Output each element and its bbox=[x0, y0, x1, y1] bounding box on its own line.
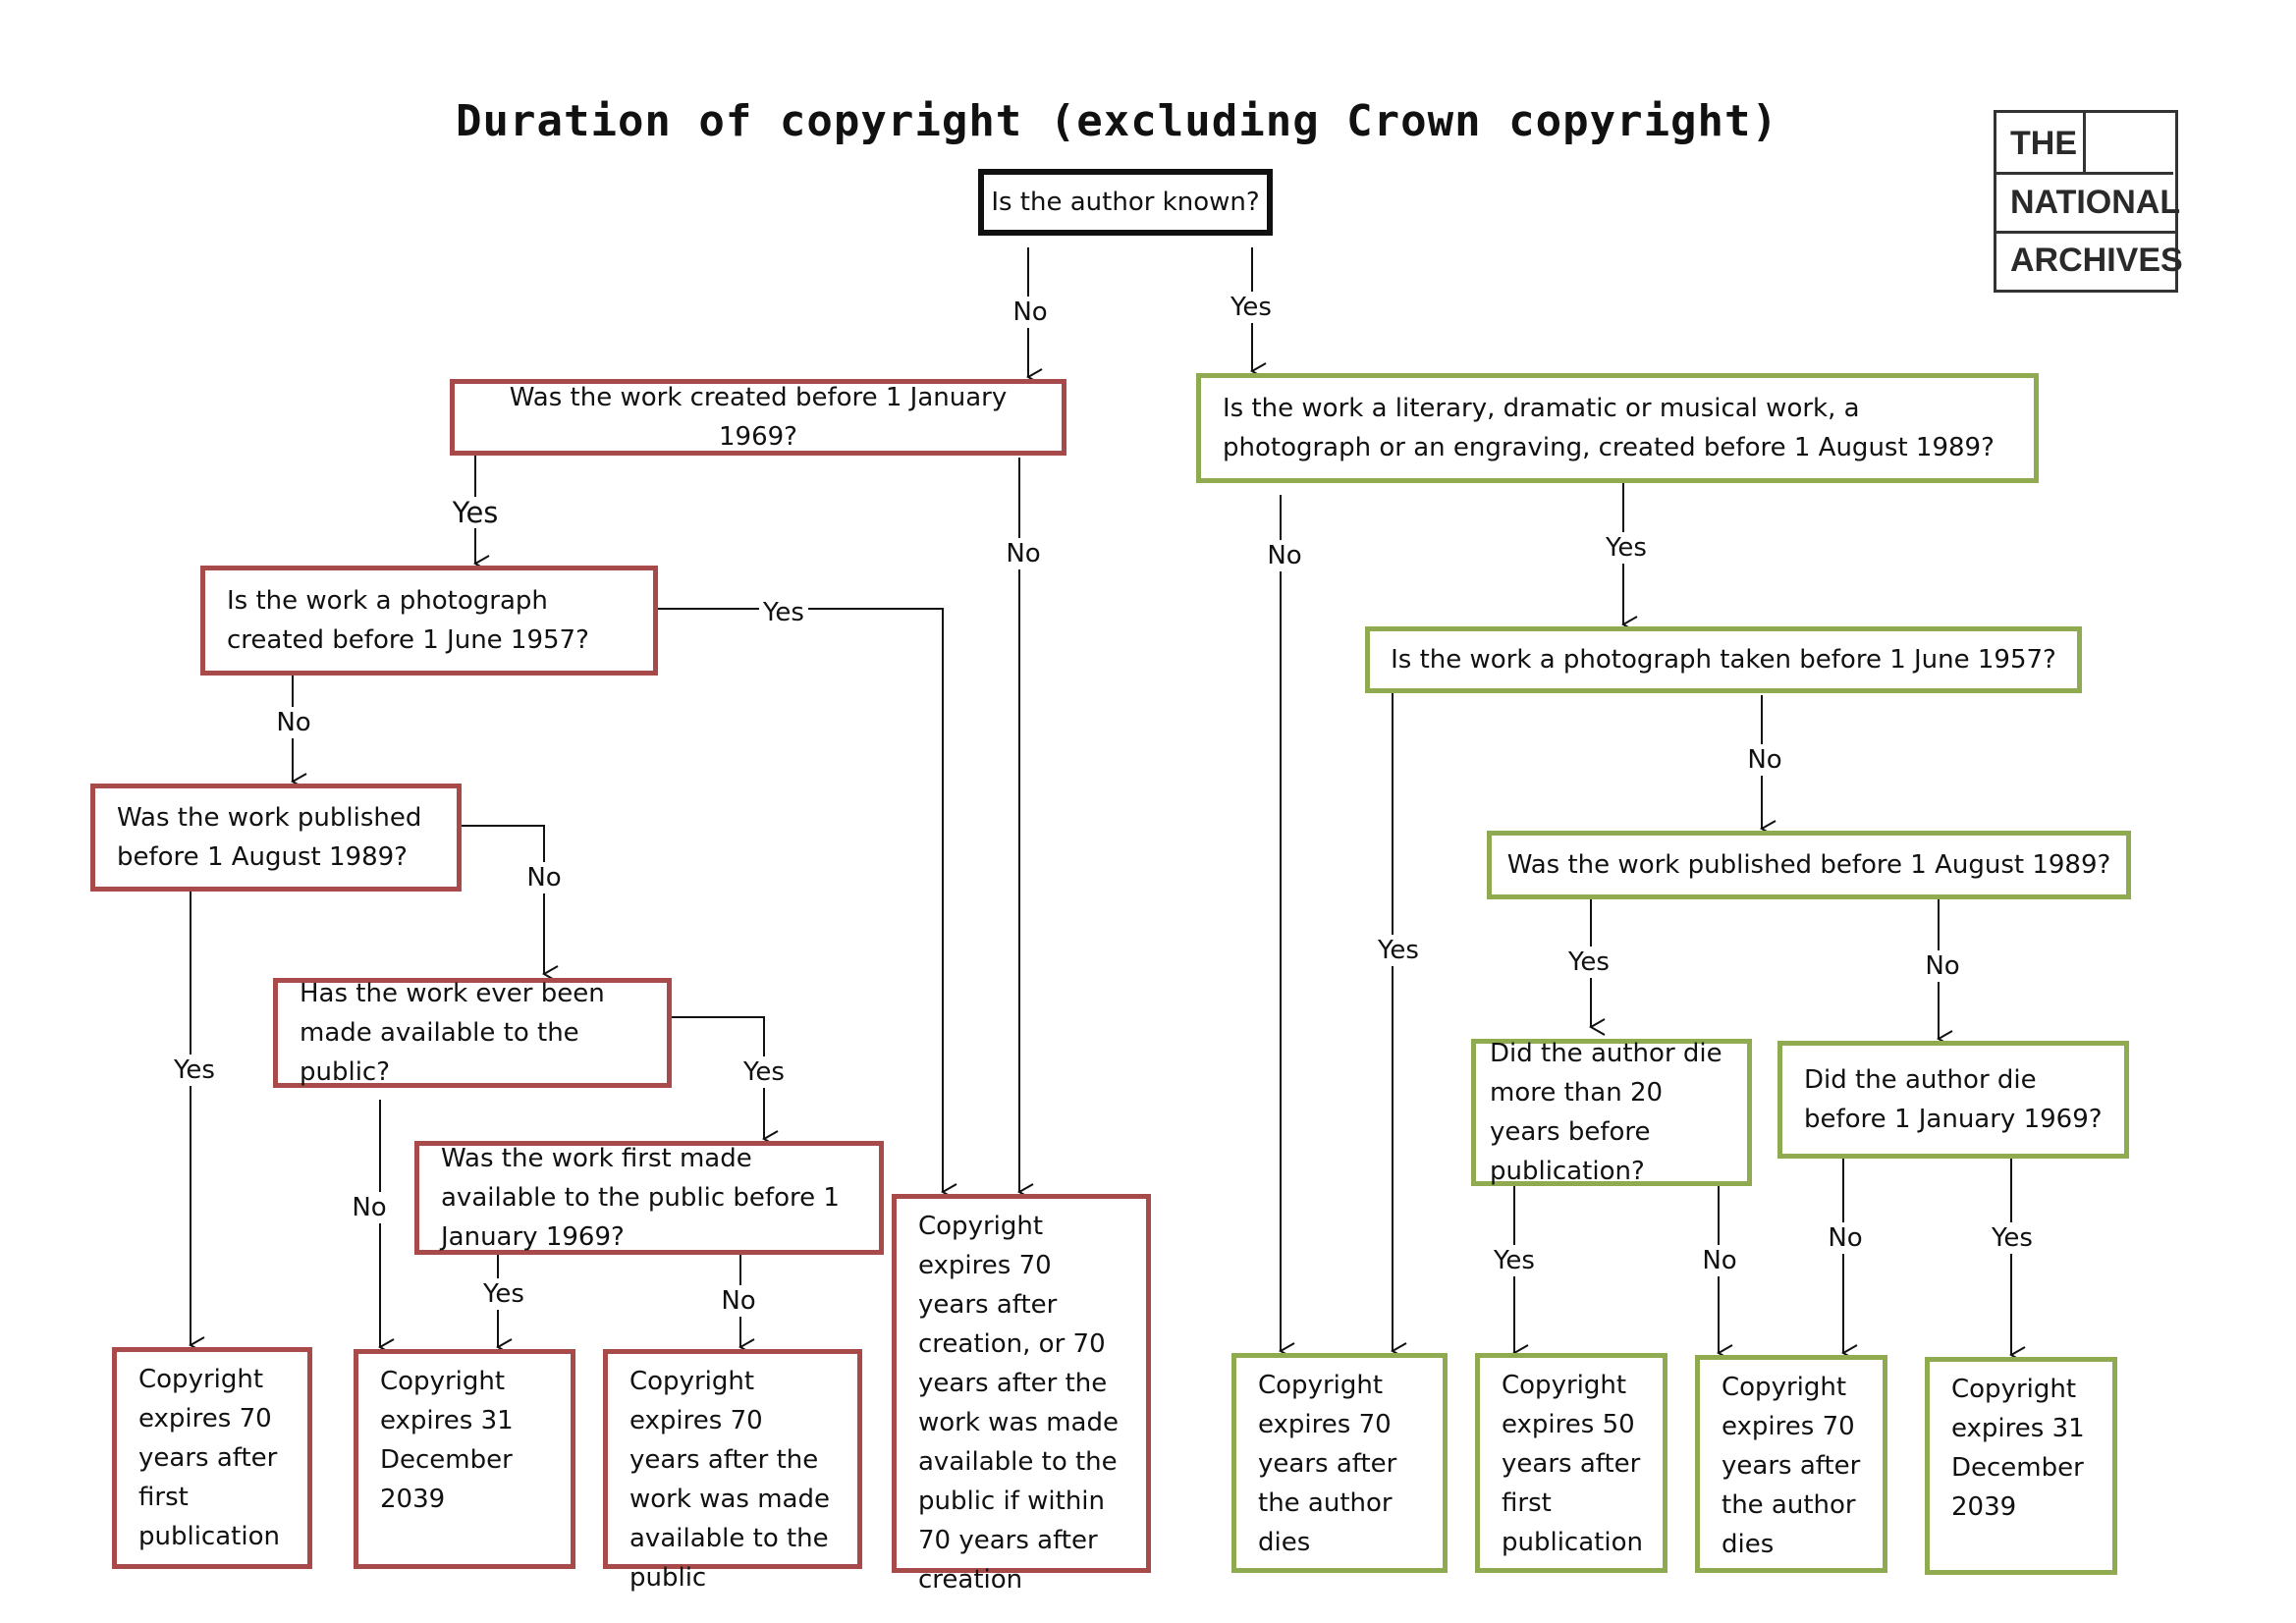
question-first-available-before-1969-label: Was the work first made available to the… bbox=[441, 1144, 840, 1252]
question-died-20-years-before-label: Did the author die more than 20 years be… bbox=[1490, 1039, 1722, 1186]
outcome-70-years-made-available: Copyright expires 70 years after the wor… bbox=[603, 1349, 862, 1593]
outcome-70-years-after-creation-label: Copyright expires 70 years after creatio… bbox=[918, 1212, 1119, 1595]
logo-line-2: NATIONAL bbox=[2010, 184, 2181, 221]
question-literary-work-before-1989: Is the work a literary, dramatic or musi… bbox=[1196, 373, 2039, 483]
question-known-published-before-1989: Was the work published before 1 August 1… bbox=[1487, 831, 2131, 899]
outcome-50-years-first-publication: Copyright expires 50 years after first p… bbox=[1475, 1353, 1667, 1573]
question-died-before-1969: Did the author die before 1 January 1969… bbox=[1777, 1041, 2129, 1159]
edge-label-u-available-no: No bbox=[348, 1192, 391, 1223]
outcome-70-years-first-publication: Copyright expires 70 years after first p… bbox=[112, 1347, 312, 1569]
edge-u-available-yes bbox=[669, 1016, 764, 1139]
outcome-70-years-author-dies-a: Copyright expires 70 years after the aut… bbox=[1231, 1353, 1448, 1573]
question-photo-taken-before-1957-label: Is the work a photograph taken before 1 … bbox=[1391, 645, 2056, 675]
question-created-before-1969-label: Was the work created before 1 January 19… bbox=[509, 383, 1008, 452]
edge-label-u-published-yes: Yes bbox=[170, 1055, 219, 1086]
question-died-20-years-before: Did the author die more than 20 years be… bbox=[1471, 1039, 1752, 1186]
edge-label-u-published-no: No bbox=[522, 862, 566, 893]
outcome-70-years-made-available-label: Copyright expires 70 years after the wor… bbox=[629, 1367, 830, 1593]
edge-label-u-available-yes: Yes bbox=[739, 1056, 789, 1088]
question-photo-before-1957-label: Is the work a photograph created before … bbox=[227, 586, 589, 655]
outcome-70-years-author-dies-a-label: Copyright expires 70 years after the aut… bbox=[1258, 1371, 1397, 1557]
question-author-known-label: Is the author known? bbox=[991, 188, 1260, 217]
question-literary-work-before-1989-label: Is the work a literary, dramatic or musi… bbox=[1223, 394, 1995, 462]
outcome-known-31-december-2039: Copyright expires 31 December 2039 bbox=[1925, 1357, 2117, 1575]
question-published-before-1989: Was the work published before 1 August 1… bbox=[90, 784, 462, 892]
edge-label-u-first-no: No bbox=[717, 1285, 760, 1317]
edge-label-k-died20-yes: Yes bbox=[1490, 1245, 1539, 1276]
question-died-before-1969-label: Did the author die before 1 January 1969… bbox=[1804, 1065, 2103, 1134]
edge-label-u-photo-yes: Yes bbox=[759, 597, 808, 628]
logo-line-3: ARCHIVES bbox=[2010, 242, 2183, 279]
question-made-available-label: Has the work ever been made available to… bbox=[300, 979, 605, 1087]
edge-label-k-photo-yes: Yes bbox=[1374, 935, 1423, 966]
question-author-known: Is the author known? bbox=[978, 169, 1273, 236]
question-made-available: Has the work ever been made available to… bbox=[273, 978, 672, 1088]
edge-label-root-no: No bbox=[1009, 297, 1052, 328]
outcome-31-december-2039-label: Copyright expires 31 December 2039 bbox=[380, 1367, 514, 1514]
question-created-before-1969: Was the work created before 1 January 19… bbox=[450, 379, 1066, 456]
national-archives-logo: THE NATIONAL ARCHIVES bbox=[1994, 110, 2183, 293]
question-photo-before-1957: Is the work a photograph created before … bbox=[200, 566, 658, 676]
edge-label-k-literary-no: No bbox=[1263, 540, 1306, 571]
outcome-70-years-author-dies-b-label: Copyright expires 70 years after the aut… bbox=[1722, 1373, 1861, 1559]
outcome-70-years-first-publication-label: Copyright expires 70 years after first p… bbox=[138, 1365, 280, 1551]
edge-u-photo-yes bbox=[656, 608, 943, 1192]
outcome-70-years-after-creation: Copyright expires 70 years after creatio… bbox=[892, 1194, 1151, 1595]
outcome-known-31-december-2039-label: Copyright expires 31 December 2039 bbox=[1951, 1375, 2085, 1522]
edge-label-k-died1969-yes: Yes bbox=[1988, 1222, 2037, 1254]
edge-label-k-photo-no: No bbox=[1743, 744, 1786, 776]
page-title: Duration of copyright (excluding Crown c… bbox=[456, 96, 1779, 146]
edge-label-k-died20-no: No bbox=[1698, 1245, 1741, 1276]
question-photo-taken-before-1957: Is the work a photograph taken before 1 … bbox=[1365, 626, 2082, 693]
edge-label-u-first-yes: Yes bbox=[479, 1278, 528, 1310]
outcome-31-december-2039: Copyright expires 31 December 2039 bbox=[354, 1349, 575, 1569]
edge-label-root-yes: Yes bbox=[1227, 292, 1276, 323]
edge-label-k-published-no: No bbox=[1921, 950, 1964, 982]
outcome-50-years-first-publication-label: Copyright expires 50 years after first p… bbox=[1502, 1371, 1643, 1557]
question-first-available-before-1969: Was the work first made available to the… bbox=[414, 1141, 884, 1255]
edge-label-k-published-yes: Yes bbox=[1564, 947, 1613, 978]
edge-label-u-created-no: No bbox=[1002, 538, 1045, 569]
edge-label-k-literary-yes: Yes bbox=[1602, 532, 1651, 564]
edge-label-u-created-yes: Yes bbox=[448, 497, 503, 528]
edge-u-published-no bbox=[461, 825, 544, 974]
logo-line-1: THE bbox=[2010, 125, 2077, 162]
edge-label-k-died1969-no: No bbox=[1824, 1222, 1867, 1254]
edge-label-u-photo-no: No bbox=[272, 707, 315, 738]
question-known-published-before-1989-label: Was the work published before 1 August 1… bbox=[1506, 850, 2111, 880]
question-published-before-1989-label: Was the work published before 1 August 1… bbox=[117, 803, 422, 872]
outcome-70-years-author-dies-b: Copyright expires 70 years after the aut… bbox=[1695, 1355, 1887, 1573]
